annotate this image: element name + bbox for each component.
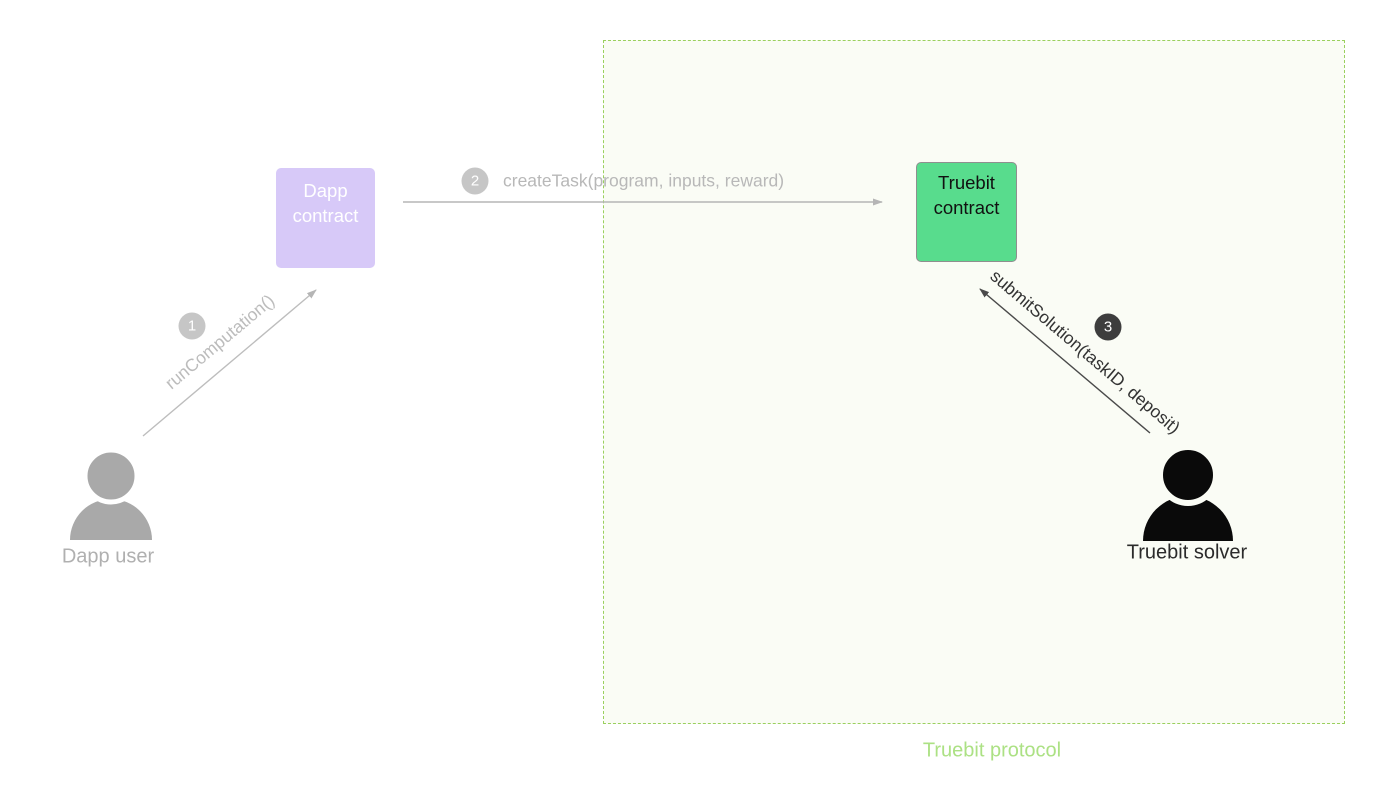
dapp-contract-label: Dapp contract xyxy=(292,180,359,226)
dapp-user-label: Dapp user xyxy=(61,545,155,568)
step3-badge: 3 xyxy=(1094,313,1122,341)
step1-badge: 1 xyxy=(178,312,206,340)
dapp-contract-node: Dapp contract xyxy=(276,168,375,268)
truebit-contract-label: Truebit contract xyxy=(933,172,1000,218)
dapp-user-icon xyxy=(70,447,152,540)
truebit-protocol-boundary xyxy=(603,40,1345,724)
step1-call-label: runComputation() xyxy=(161,290,279,394)
step2-badge: 2 xyxy=(461,167,489,195)
truebit-solver-label: Truebit solver xyxy=(1126,541,1248,564)
step1-arrow xyxy=(142,289,317,437)
truebit-contract-node: Truebit contract xyxy=(916,162,1017,262)
truebit-protocol-label: Truebit protocol xyxy=(922,739,1062,762)
step2-call-label: createTask(program, inputs, reward) xyxy=(503,170,785,191)
